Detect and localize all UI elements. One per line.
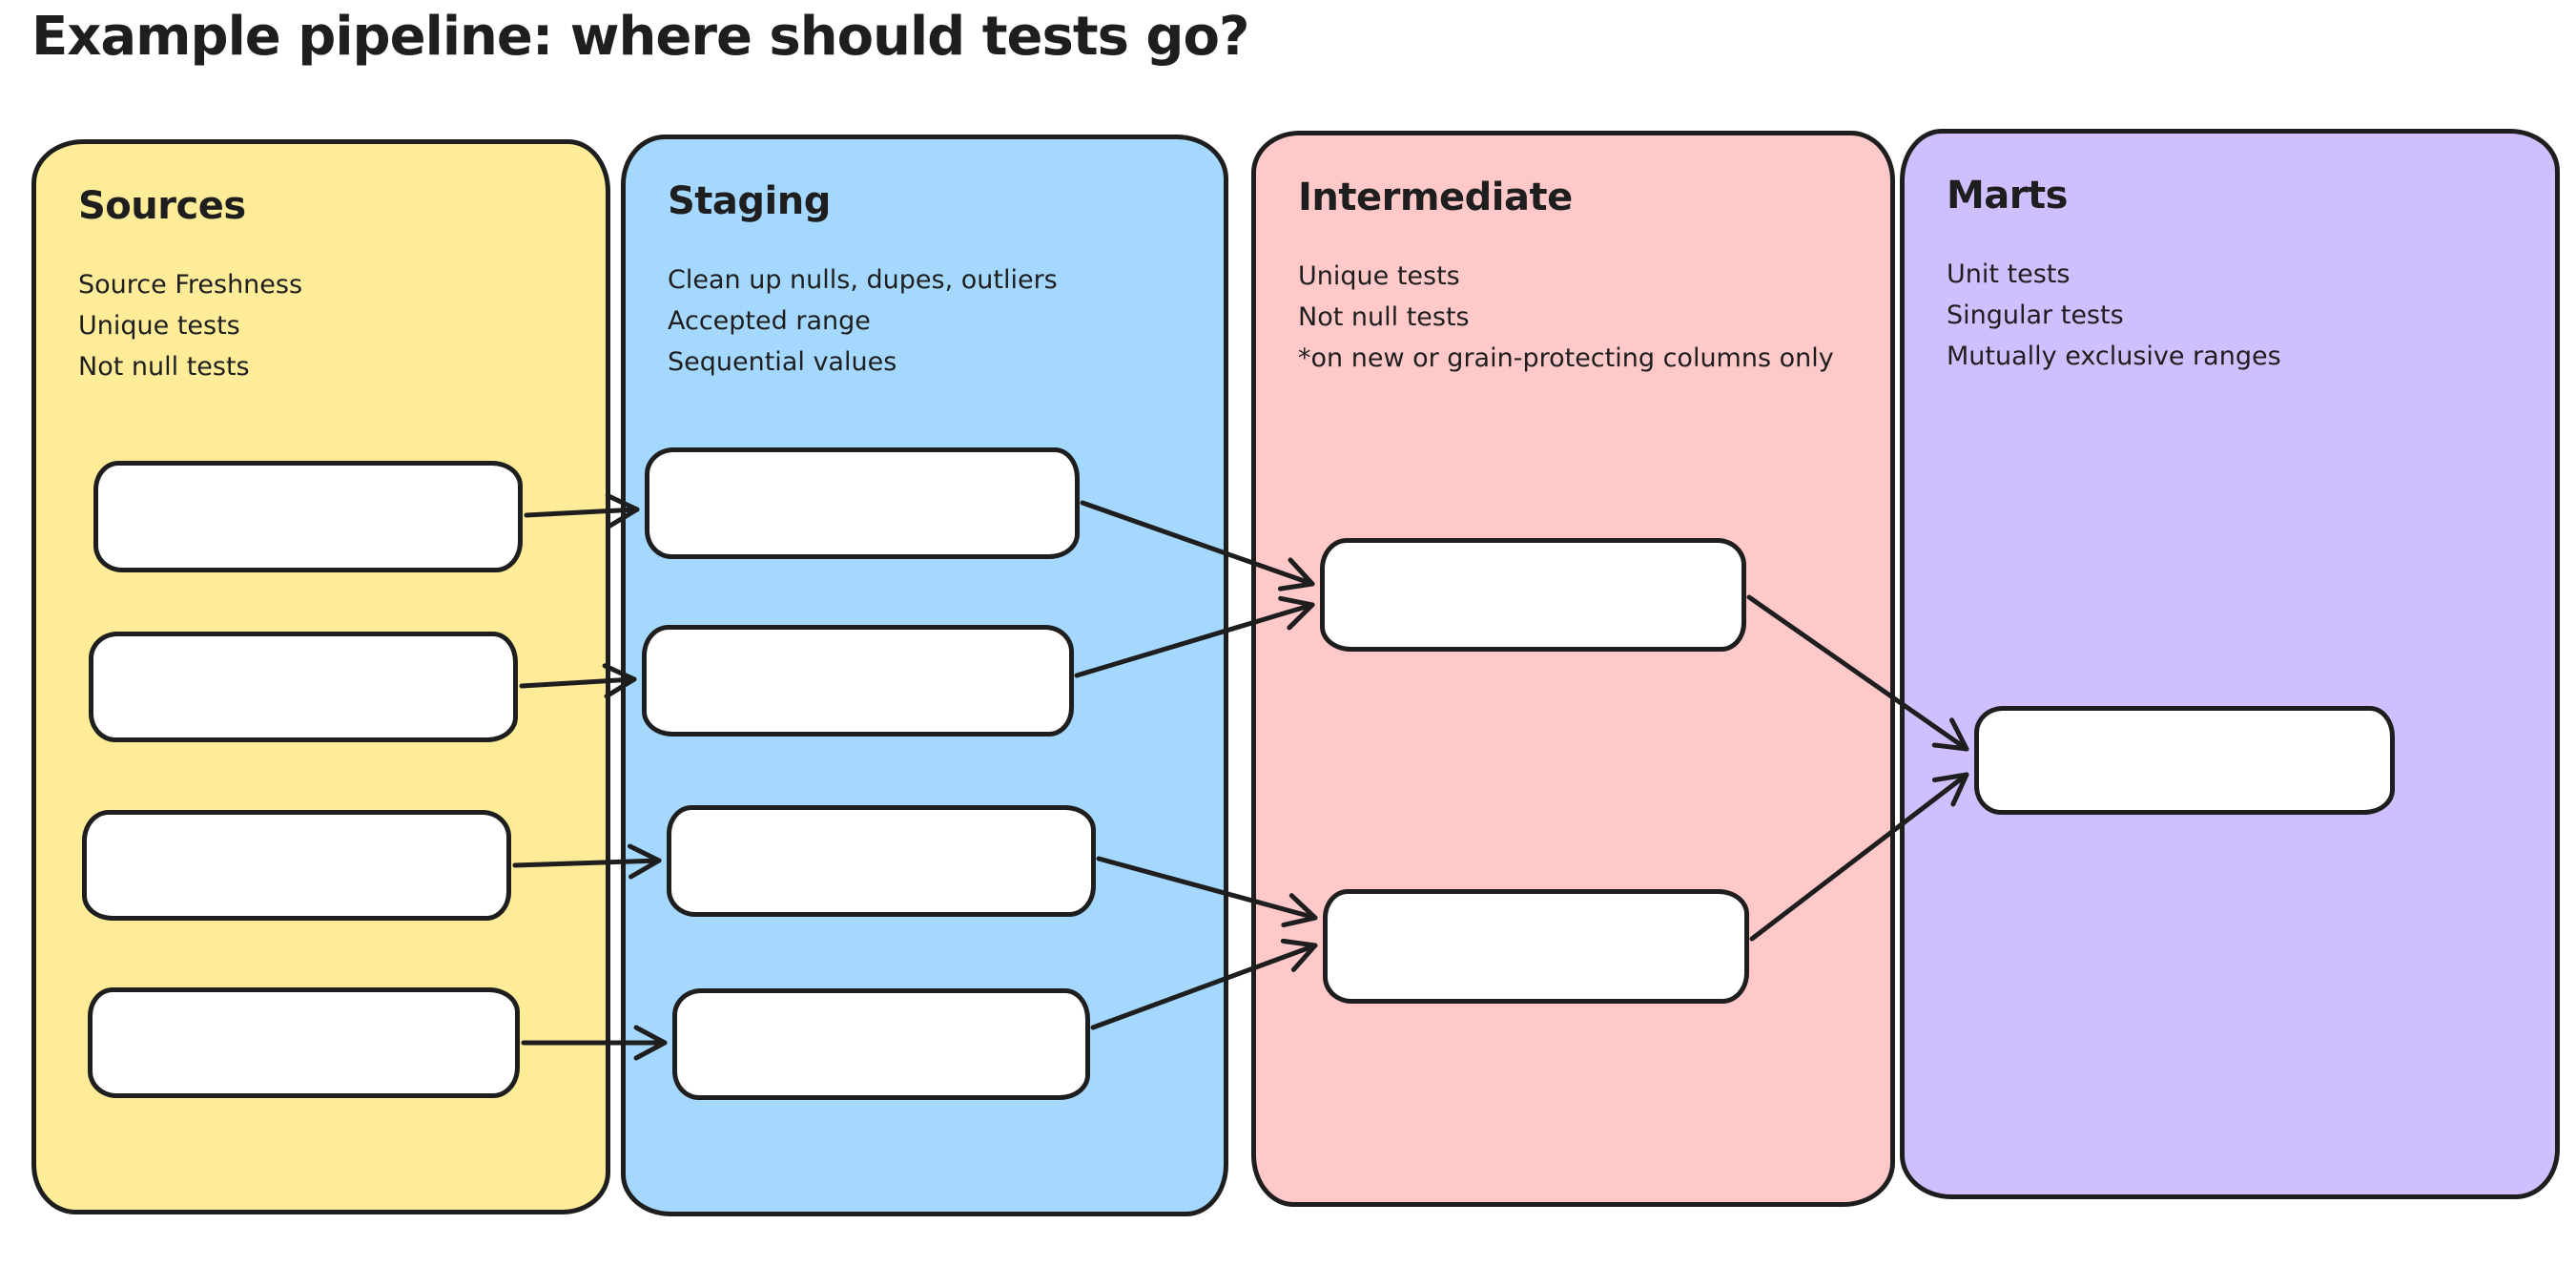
node-source-1 [93, 461, 523, 572]
test-item: Clean up nulls, dupes, outliers [668, 265, 1058, 295]
node-source-3 [82, 810, 511, 921]
node-intermediate-2 [1323, 889, 1749, 1004]
panel-marts-title: Marts [1947, 174, 2068, 218]
test-item: Singular tests [1947, 301, 2124, 330]
panel-sources-tests: Source Freshness Unique tests Not null t… [78, 264, 567, 387]
test-item: Unique tests [78, 311, 240, 341]
panel-sources-title: Sources [78, 184, 246, 228]
node-staging-1 [645, 447, 1080, 559]
test-item: Sequential values [668, 347, 897, 377]
test-item: Accepted range [668, 306, 871, 336]
node-staging-2 [642, 625, 1074, 737]
test-item: Mutually exclusive ranges [1947, 342, 2281, 371]
panel-intermediate-tests: Unique tests Not null tests *on new or g… [1298, 256, 1852, 379]
panel-staging-title: Staging [668, 179, 831, 223]
node-intermediate-1 [1320, 538, 1746, 652]
panel-intermediate-title: Intermediate [1298, 176, 1573, 219]
test-item: *on new or grain-protecting columns only [1298, 343, 1834, 373]
node-staging-3 [667, 805, 1096, 917]
page-title: Example pipeline: where should tests go? [31, 6, 1249, 68]
node-source-4 [88, 987, 520, 1098]
node-marts-1 [1974, 706, 2395, 815]
test-item: Source Freshness [78, 270, 303, 300]
panel-marts: Marts Unit tests Singular tests Mutually… [1900, 129, 2560, 1199]
panel-staging-tests: Clean up nulls, dupes, outliers Accepted… [668, 259, 1185, 383]
node-staging-4 [672, 988, 1090, 1100]
test-item: Unit tests [1947, 259, 2071, 289]
panel-marts-tests: Unit tests Singular tests Mutually exclu… [1947, 254, 2517, 377]
panel-intermediate: Intermediate Unique tests Not null tests… [1251, 131, 1895, 1207]
node-source-2 [89, 632, 518, 742]
test-item: Not null tests [1298, 302, 1470, 332]
test-item: Unique tests [1298, 261, 1460, 291]
test-item: Not null tests [78, 352, 250, 382]
